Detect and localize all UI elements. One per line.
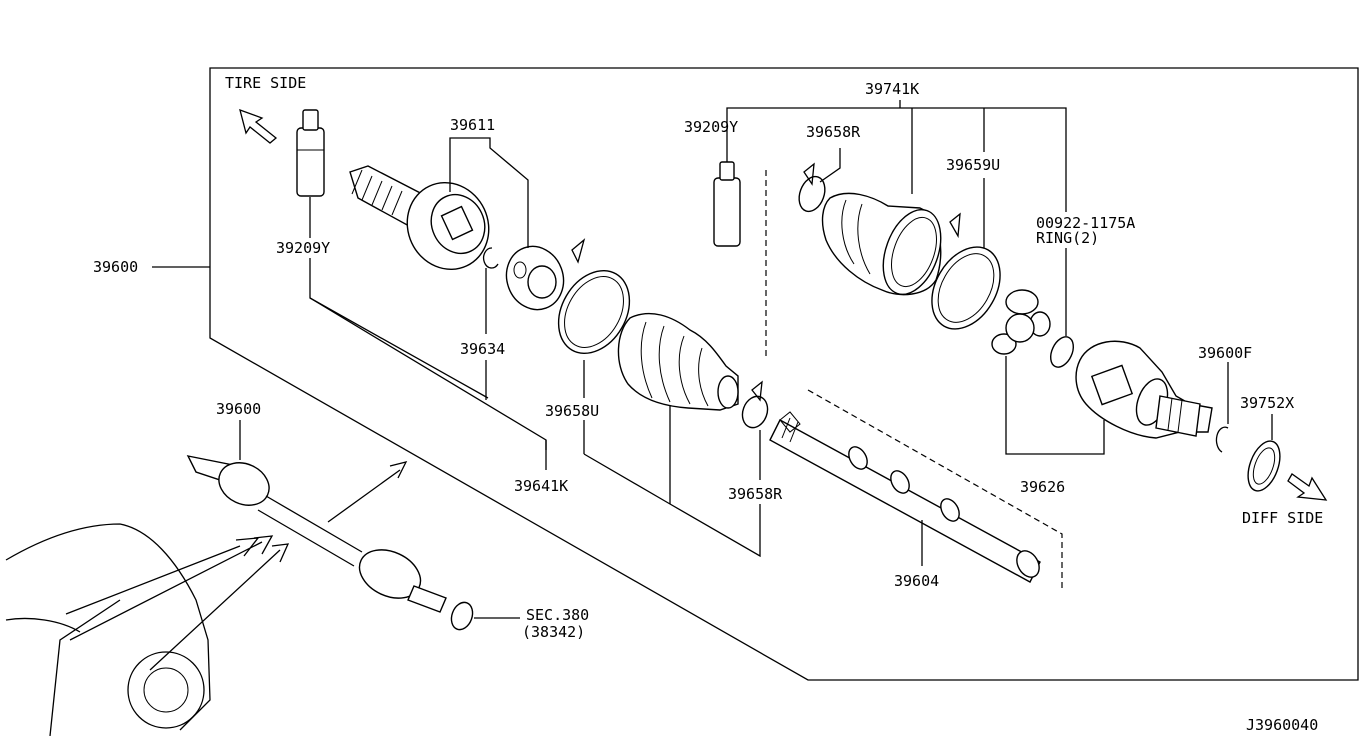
sec380-label: SEC.380: [526, 606, 589, 624]
part-39600-label: 39600: [93, 258, 138, 276]
tire-side-label: TIRE SIDE: [225, 74, 306, 92]
outer-boot: [617, 312, 739, 411]
part-39600-inset-label: 39600: [216, 400, 261, 418]
inner-boot: [821, 192, 942, 296]
part-39600f-label: 39600F: [1198, 344, 1252, 362]
oil-seal-39752x: [1247, 440, 1281, 492]
sec380-sub-label: (38342): [522, 623, 585, 641]
vehicle-outline: [5, 523, 290, 737]
part-39611-label: 39611: [450, 116, 495, 134]
ring-00922: [1049, 336, 1075, 368]
part-39641k-label: 39641K: [514, 477, 568, 495]
part-39658r-bottom-label: 39658R: [728, 485, 783, 503]
part-39741k-label: 39741K: [865, 80, 919, 98]
small-clamp-top: [798, 162, 826, 213]
part-39658r-top-label: 39658R: [806, 123, 861, 141]
band-clamp-39659u: [931, 212, 1001, 330]
diff-side-arrow-icon: [1287, 473, 1328, 501]
snap-ring-39634: [482, 247, 499, 269]
part-39604-label: 39604: [894, 572, 939, 590]
band-clamp-39658u: [557, 238, 631, 355]
part-39658u-label: 39658U: [545, 402, 599, 420]
grease-tube-left: [296, 109, 325, 197]
inner-race: [505, 245, 565, 311]
part-39209y-mid-label: 39209Y: [684, 118, 738, 136]
part-39634-label: 39634: [460, 340, 505, 358]
tripod-spider: [991, 289, 1051, 355]
assembly-frame: [209, 67, 1359, 681]
ring-count-label: RING(2): [1036, 229, 1099, 247]
inner-joint-housing: [1075, 340, 1213, 439]
grease-tube-middle: [713, 161, 741, 247]
diagram-id: J3960040: [1246, 716, 1318, 734]
outer-cv-joint: [349, 165, 490, 271]
tire-side-arrow-icon: [239, 108, 278, 144]
snap-ring-39600f: [1215, 426, 1229, 453]
small-clamp-lower: [741, 380, 769, 429]
center-shaft: [769, 411, 1041, 583]
part-00922-label: 00922-1175A: [1036, 214, 1135, 232]
inset-drive-shaft: [186, 455, 474, 631]
part-39209y-left-label: 39209Y: [276, 239, 330, 257]
part-39626-label: 39626: [1020, 478, 1065, 496]
part-39752x-label: 39752X: [1240, 394, 1294, 412]
diff-side-label: DIFF SIDE: [1242, 509, 1323, 527]
part-39659u-label: 39659U: [946, 156, 1000, 174]
